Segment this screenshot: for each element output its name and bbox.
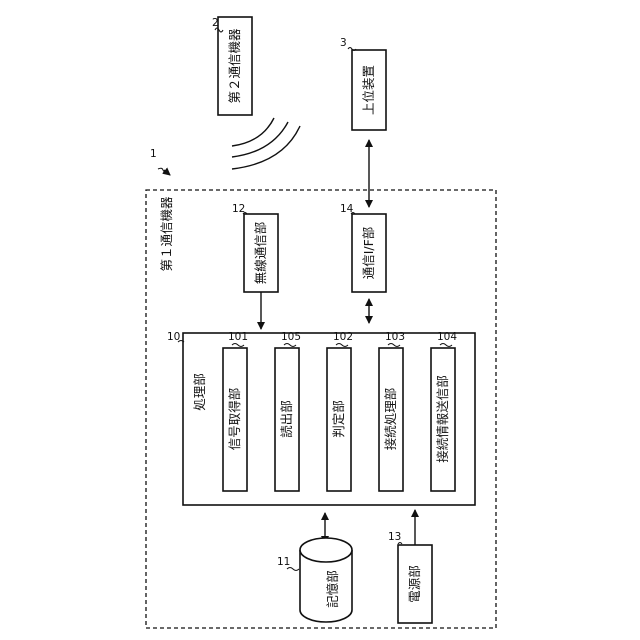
processing-unit-label: 処理部 [192, 373, 207, 411]
sub-unit-ref: 105 [281, 331, 301, 343]
host-device-ref: 3 [340, 37, 347, 49]
power-unit-label: 電源部 [407, 565, 422, 603]
sub-unit-103: 接続処理部 103 [379, 331, 405, 491]
power-unit-ref: 13 [388, 531, 401, 543]
sub-unit-105: 読出部 105 [275, 331, 301, 491]
storage-unit-ref: 11 [277, 556, 290, 568]
sub-unit-label: 判定部 [331, 400, 346, 438]
system-ref-number: 1 [150, 148, 157, 160]
storage-unit-label: 記憶部 [325, 570, 340, 608]
sub-unit-102: 判定部 102 [327, 331, 353, 491]
comm-if-unit-label: 通信I/F部 [361, 227, 376, 280]
sub-unit-ref: 104 [437, 331, 457, 343]
system-ref-arrow [164, 170, 170, 175]
sub-unit-101: 信号取得部 101 [223, 331, 248, 491]
second-device-ref: 2 [212, 17, 219, 29]
storage-unit-leader [287, 568, 299, 571]
host-device-label: 上位装置 [361, 65, 376, 115]
power-unit-leader [398, 543, 402, 545]
sub-unit-label: 読出部 [279, 400, 294, 438]
sub-unit-ref: 102 [333, 331, 353, 343]
sub-unit-label: 信号取得部 [227, 388, 242, 451]
sub-unit-104: 接続情報送信部 104 [431, 331, 457, 491]
wireless-unit-label: 無線通信部 [253, 222, 268, 285]
sub-unit-label: 接続処理部 [383, 388, 398, 451]
sub-unit-ref: 103 [385, 331, 405, 343]
sub-unit-ref: 101 [228, 331, 248, 343]
sub-unit-label: 接続情報送信部 [435, 375, 450, 463]
radio-waves-icon [232, 118, 300, 169]
processing-unit-leader [178, 341, 184, 343]
first-device-label: 第１通信機器 [159, 196, 174, 272]
second-device-label: 第２通信機器 [227, 28, 242, 104]
